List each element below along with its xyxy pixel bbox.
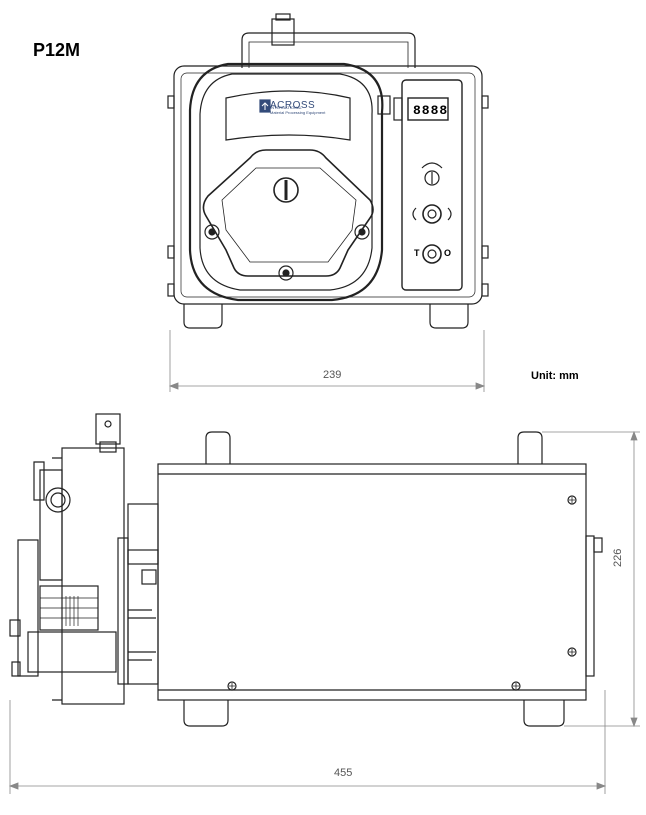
roller-left <box>204 224 220 240</box>
front-foot-left <box>183 304 223 329</box>
brand-logo-text: ACROSS <box>270 100 316 111</box>
screw <box>227 681 237 691</box>
rotor <box>202 149 374 277</box>
switch-mark-o: O <box>444 248 452 258</box>
top-knob <box>271 18 295 46</box>
height-dimension <box>542 430 640 728</box>
carry-handle <box>241 32 416 68</box>
brand-line2: INTERNATIONAL <box>270 105 302 110</box>
pump-head-outer <box>188 62 384 302</box>
length-dimension <box>8 690 607 794</box>
lid-knob <box>45 487 71 513</box>
side-handle-right <box>517 431 543 464</box>
height-dimension-label: 226 <box>612 548 624 567</box>
power-switch[interactable] <box>422 244 442 264</box>
side-housing <box>157 463 587 701</box>
side-view <box>9 413 603 727</box>
control-panel <box>401 79 463 291</box>
roller-bottom <box>278 265 294 281</box>
lid-window <box>225 90 351 141</box>
width-dimension-label: 239 <box>323 369 342 381</box>
side-foot-left <box>183 700 229 727</box>
switch-mark-t: T <box>414 248 420 258</box>
rear-connector <box>585 535 595 677</box>
speed-display <box>407 97 449 121</box>
unit-label: Unit: mm <box>531 370 579 382</box>
side-foot-right <box>523 700 565 727</box>
roller-right <box>354 224 370 240</box>
pump-lid-side <box>39 469 63 581</box>
front-view <box>167 13 489 329</box>
rotor-hub <box>273 177 299 203</box>
screw <box>567 495 577 505</box>
pump-head-side <box>61 447 125 705</box>
brand-tagline: Material Processing Equipment <box>270 110 326 115</box>
display-readout: 8888 <box>413 103 449 118</box>
speed-arc <box>421 162 443 169</box>
screw <box>511 681 521 691</box>
speed-knob[interactable] <box>424 170 440 186</box>
screw <box>567 647 577 657</box>
front-housing <box>173 65 483 305</box>
direction-switch[interactable] <box>412 204 452 224</box>
length-dimension-label: 455 <box>334 767 353 779</box>
side-handle-left <box>205 431 231 464</box>
model-label: P12M <box>33 40 81 60</box>
width-dimension <box>168 330 486 392</box>
front-foot-right <box>429 304 469 329</box>
